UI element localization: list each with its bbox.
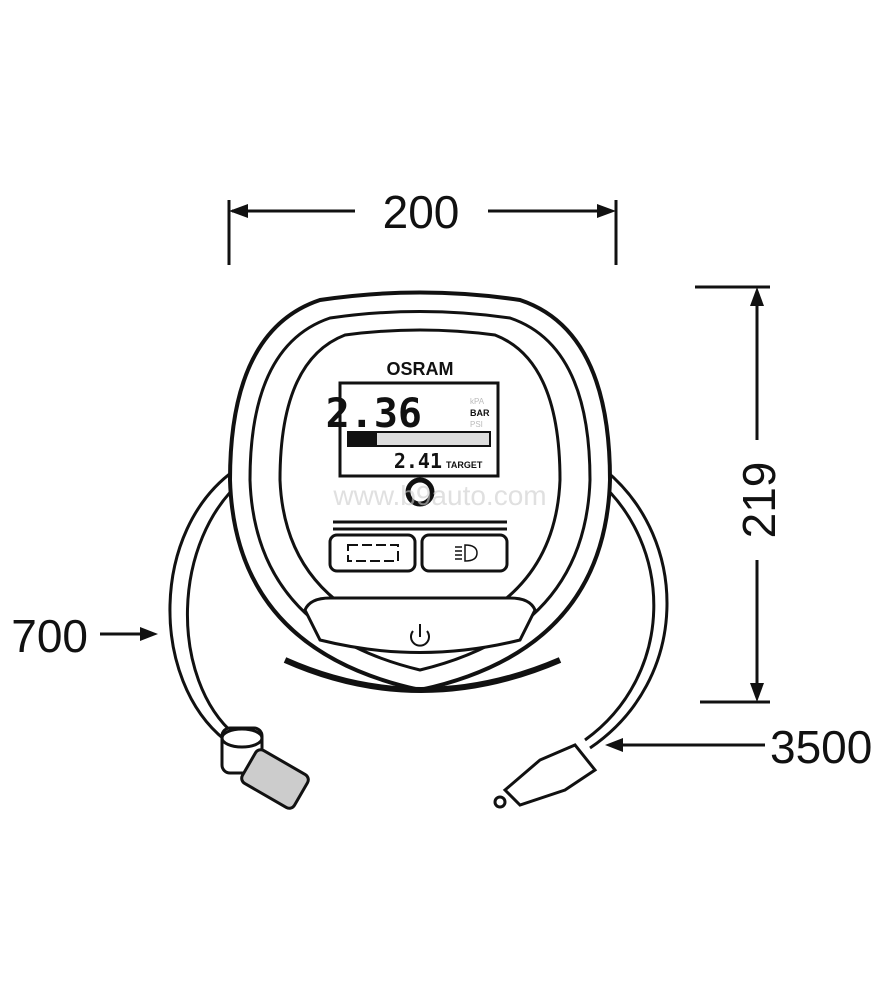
height-label: 219 — [733, 462, 785, 539]
unit-bar: BAR — [470, 408, 490, 418]
air-hose — [168, 468, 236, 742]
light-icon — [455, 544, 478, 562]
watermark: www.b9auto.com — [332, 480, 546, 511]
unit-toggle-icon — [347, 544, 399, 562]
hose-length-label: 700 — [11, 610, 88, 662]
power-button[interactable] — [303, 596, 537, 654]
cigarette-plug — [493, 743, 598, 809]
unit-toggle-button[interactable] — [328, 533, 417, 573]
progress-fill — [349, 433, 377, 445]
pressure-readout: 2.36 — [326, 391, 422, 437]
cable-length-label: 3500 — [770, 721, 872, 773]
light-button[interactable] — [420, 533, 509, 573]
brand-logo: OSRAM — [387, 359, 454, 379]
unit-psi: PSI — [470, 420, 483, 429]
unit-kpa: kPA — [470, 397, 485, 406]
power-cable — [589, 468, 669, 750]
lcd-screen — [338, 381, 500, 478]
valve-connector — [220, 726, 310, 810]
power-icon — [410, 624, 430, 647]
width-label: 200 — [383, 186, 460, 238]
progress-bar — [347, 431, 491, 447]
target-label: TARGET — [446, 460, 483, 470]
target-readout: 2.41 — [394, 449, 442, 473]
set-knob-button[interactable] — [405, 477, 435, 507]
